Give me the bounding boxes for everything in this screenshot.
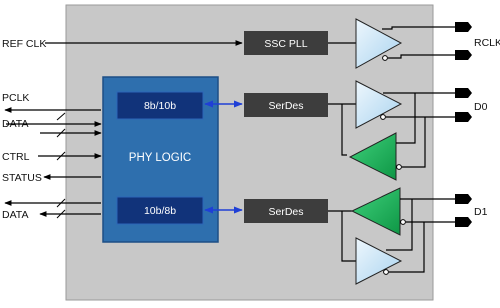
phy-logic-label: PHY LOGIC — [129, 152, 191, 164]
d0-tx-buffer-icon — [355, 80, 403, 129]
d1-loop-n-wire — [389, 222, 425, 273]
rclk-p-pin-icon — [455, 22, 472, 32]
d1-rx-buffer-icon — [350, 187, 401, 236]
d1-loop-buffer-icon — [355, 237, 403, 285]
ctrl-label: CTRL — [2, 151, 30, 163]
data-rx-label: DATA — [2, 209, 28, 221]
rclk-n-bubble — [382, 55, 388, 61]
d0-loop-n-wire — [402, 117, 426, 168]
d0-n-pin-icon — [455, 112, 472, 122]
decoder-block — [116, 196, 204, 225]
data-rx-bus-slash — [56, 209, 66, 219]
rclk-buffer-icon — [355, 18, 403, 69]
status-label: STATUS — [2, 172, 42, 184]
serdes-top-block — [244, 93, 328, 117]
ref-clk-label: REF CLK — [2, 38, 46, 50]
decoder-label: 10b/8b — [144, 205, 176, 217]
rclk-p-wire — [382, 26, 455, 30]
d0-loop-n-bubble — [396, 164, 402, 170]
d0-loop-wire — [341, 104, 347, 156]
data-rx-aux-slash — [56, 198, 66, 208]
ssc-pll-label: SSC PLL — [264, 38, 307, 50]
d0-rx-buffer-icon — [348, 132, 397, 181]
serdes-bottom-label: SerDes — [268, 206, 303, 218]
encoder-block — [116, 91, 204, 120]
rclk-n-wire — [388, 54, 455, 59]
encoder-label: 8b/10b — [144, 100, 176, 112]
d1-loop-n-bubble — [383, 269, 389, 275]
rclk-n-pin-icon — [455, 50, 472, 60]
serdes-top-label: SerDes — [268, 100, 303, 112]
d1-p-pin-icon — [455, 194, 472, 204]
d1-loop-p-wire — [386, 199, 413, 251]
d0-loop-p-wire — [396, 93, 416, 144]
rclk-label: RCLK — [474, 37, 500, 49]
d1-loop-wire — [341, 211, 356, 262]
d1-n-bubble — [400, 219, 406, 225]
ssc-pll-block — [244, 31, 328, 55]
data-tx-aux-slash — [56, 128, 66, 138]
ctrl-slash — [56, 151, 66, 161]
d1-label: D1 — [474, 206, 488, 218]
pclk-label: PCLK — [2, 92, 29, 104]
data-tx-bus-slash — [56, 112, 66, 121]
serdes-bottom-block — [244, 199, 328, 223]
d1-n-pin-icon — [455, 217, 472, 227]
d0-label: D0 — [474, 101, 488, 113]
d0-n-bubble — [380, 114, 386, 120]
d0-p-pin-icon — [455, 88, 472, 98]
